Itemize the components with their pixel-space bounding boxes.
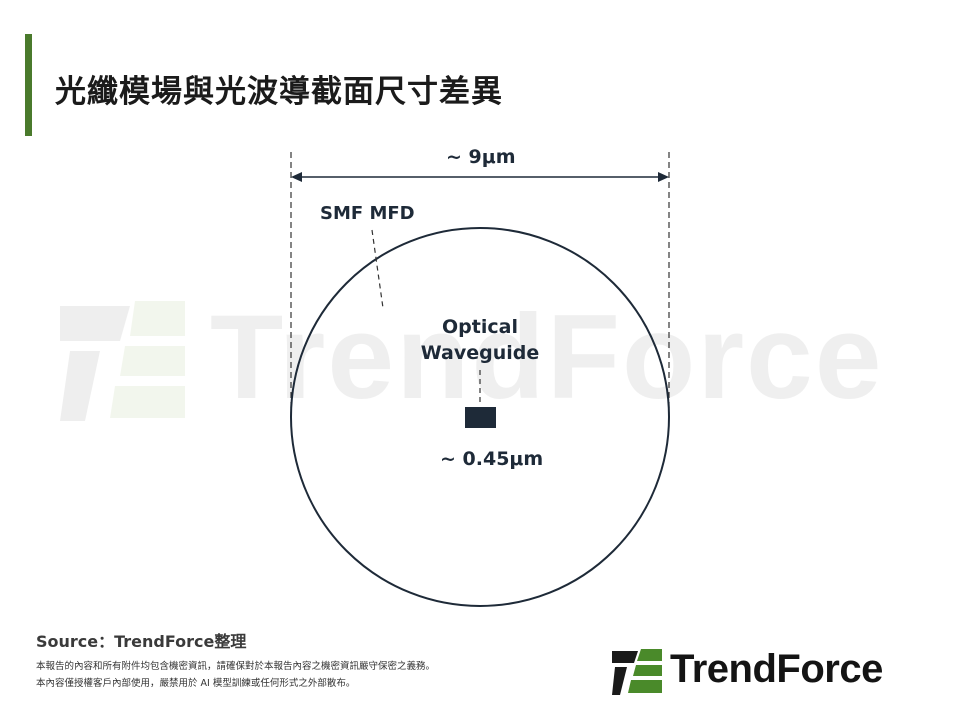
left-arrowhead [291,172,302,182]
smf-mfd-label: SMF MFD [320,203,415,224]
usage-note: 本內容僅授權客戶內部使用，嚴禁用於 AI 模型訓練或任何形式之外部散布。 [36,678,356,689]
logo-text: TrendForce [670,647,883,691]
waveguide-label-line1: Optical [442,316,518,338]
waveguide-core [465,407,496,428]
page-title: 光纖模場與光波導截面尺寸差異 [55,74,503,110]
waveguide-label-line2: Waveguide [420,342,540,364]
mode-field-circle [290,227,670,607]
confidential-note: 本報告的內容和所有附件均包含機密資訊，請確保對於本報告內容之機密資訊嚴守保密之義… [36,661,436,672]
fiber-dimension-label: ~ 9μm [446,146,516,168]
right-arrowhead [658,172,669,182]
trendforce-logo-icon [612,649,662,695]
source-note: Source：TrendForce整理 [36,632,247,651]
title-accent-bar [25,34,32,136]
smf-leader-line [371,229,384,309]
trendforce-logo: TrendForce [612,645,932,697]
waveguide-label: Optical Waveguide [400,314,560,366]
waveguide-dimension-label: ~ 0.45μm [440,448,544,470]
